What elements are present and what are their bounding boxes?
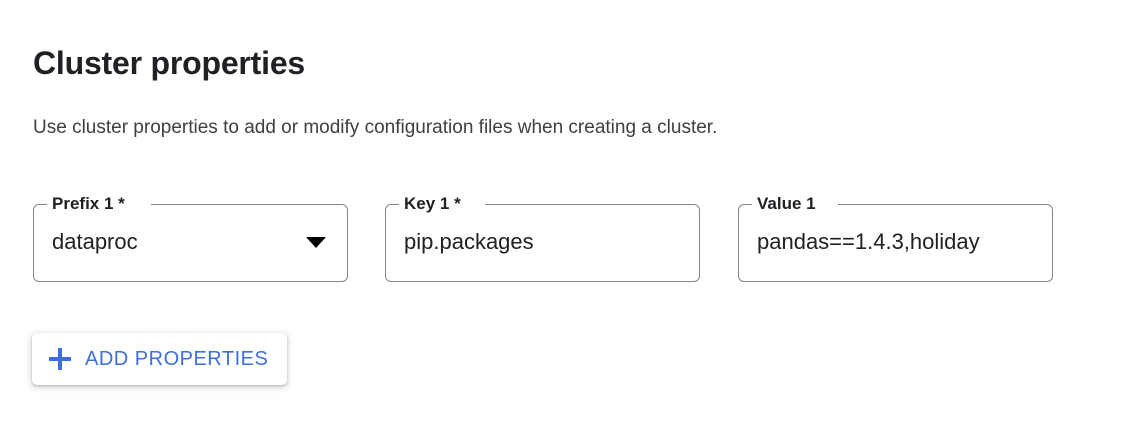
plus-icon — [49, 348, 71, 370]
page-description: Use cluster properties to add or modify … — [33, 117, 718, 138]
value-field-wrapper[interactable]: Value 1 pandas==1.4.3,holiday — [738, 192, 1053, 282]
key-input[interactable]: pip.packages — [404, 229, 534, 254]
add-properties-button[interactable]: ADD PROPERTIES — [32, 333, 288, 385]
prefix-select-value[interactable]: dataproc — [52, 229, 138, 254]
add-properties-button-label: ADD PROPERTIES — [85, 348, 269, 370]
chevron-down-icon[interactable] — [306, 237, 326, 248]
value-input[interactable]: pandas==1.4.3,holiday — [757, 229, 980, 254]
page-title: Cluster properties — [33, 45, 306, 82]
value-field-label: Value 1 — [752, 192, 821, 216]
key-field-label: Key 1 * — [399, 192, 466, 216]
prefix-field-label: Prefix 1 * — [47, 192, 130, 216]
property-row-1: Prefix 1 * dataproc Key 1 * pip.packages… — [33, 192, 1093, 284]
key-field-wrapper[interactable]: Key 1 * pip.packages — [385, 192, 700, 282]
prefix-field-wrapper[interactable]: Prefix 1 * dataproc — [33, 192, 348, 282]
